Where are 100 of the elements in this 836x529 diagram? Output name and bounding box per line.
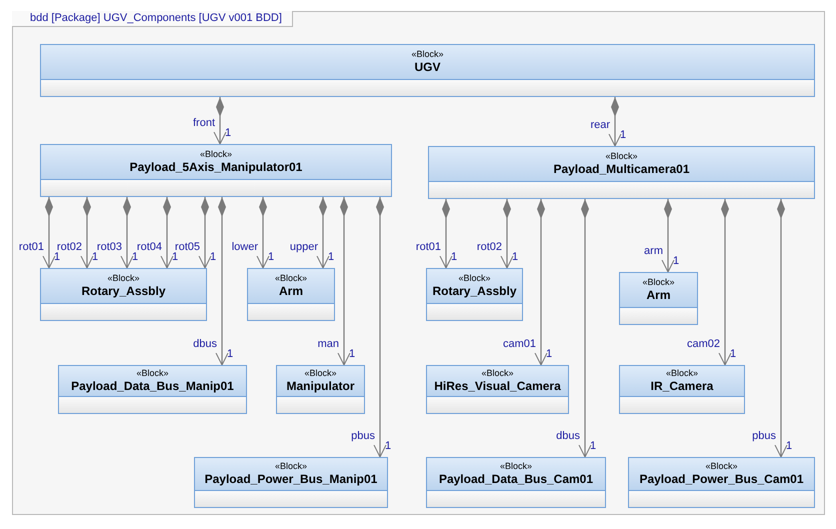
block-box [247, 268, 335, 321]
block-box [276, 365, 365, 414]
block-name: Payload_Power_Bus_Cam01 [639, 472, 804, 487]
multiplicity-label: 1 [54, 251, 60, 264]
block-box [40, 144, 392, 197]
block-name: Rotary_Assbly [432, 284, 517, 299]
block-box [628, 457, 815, 508]
block-name: Rotary_Assbly [81, 284, 166, 299]
composition-connector [440, 199, 452, 268]
multiplicity-label: 1 [210, 251, 216, 264]
block-name: UGV [414, 60, 440, 75]
block-box [58, 365, 247, 414]
multiplicity-label: 1 [451, 251, 458, 264]
composition-connector [534, 199, 548, 366]
block-name: HiRes_Visual_Camera [434, 379, 561, 394]
block-box [426, 268, 523, 321]
composition-connector [120, 197, 134, 268]
stereotype-label: «Block» [666, 368, 698, 379]
stereotype-label: «Block» [642, 277, 675, 288]
stereotype-label: «Block» [107, 273, 140, 284]
block-name: Arm [646, 288, 670, 303]
composition-connector [42, 197, 56, 268]
composition-connector [256, 197, 270, 268]
role-name-label: rot01 [18, 241, 44, 254]
stereotype-label: «Block» [411, 49, 444, 60]
multiplicity-label: 1 [673, 255, 680, 268]
multiplicity-label: 1 [620, 129, 626, 142]
multiplicity-label: 1 [385, 440, 392, 453]
role-name-label: man [318, 338, 339, 351]
block-box [619, 272, 698, 325]
stereotype-label: «Block» [705, 461, 738, 472]
composition-connector [374, 197, 386, 458]
block-name: Payload_Data_Bus_Manip01 [71, 379, 234, 394]
role-name-label: lower [232, 241, 258, 254]
block-box [426, 457, 606, 508]
multiplicity-label: 1 [227, 348, 234, 361]
multiplicity-label: 1 [546, 348, 552, 361]
multiplicity-label: 1 [172, 251, 178, 264]
role-name-label: rot01 [416, 241, 441, 254]
block-name: Payload_Data_Bus_Cam01 [438, 472, 594, 487]
stereotype-label: «Block» [458, 273, 491, 284]
multiplicity-label: 1 [512, 251, 518, 264]
block-name: Manipulator [286, 379, 354, 394]
block-name: IR_Camera [650, 379, 714, 394]
composition-connector [500, 199, 514, 268]
role-name-label: pbus [752, 430, 776, 443]
role-name-label: upper [290, 241, 318, 254]
block-box [619, 365, 745, 414]
block-name: Payload_Power_Bus_Manip01 [204, 472, 378, 487]
stereotype-label: «Block» [274, 273, 308, 284]
composition-connector [198, 197, 212, 268]
composition-connector [160, 197, 174, 268]
block-box [428, 146, 815, 199]
role-name-label: cam02 [686, 338, 720, 351]
block-box [40, 268, 207, 321]
composition-connector [578, 199, 592, 458]
block-name: Payload_Multicamera01 [553, 162, 690, 177]
block-box [426, 365, 569, 414]
composition-connector [216, 197, 228, 366]
role-name-label: front [192, 117, 215, 130]
role-name-label: rear [590, 119, 610, 132]
composition-connector [774, 199, 788, 458]
block-box [194, 457, 388, 508]
role-name-label: rot02 [476, 241, 502, 254]
role-name-label: pbus [351, 430, 375, 443]
role-name-label: rot03 [96, 241, 122, 253]
block-name: Arm [278, 284, 303, 299]
role-name-label: arm [644, 245, 663, 258]
composition-connector [338, 197, 350, 366]
role-name-label: dbus [193, 338, 217, 351]
stereotype-label: «Block» [304, 368, 337, 379]
composition-connector [214, 97, 226, 144]
multiplicity-label: 1 [92, 251, 98, 264]
role-name-label: rot04 [136, 241, 162, 253]
multiplicity-label: 1 [132, 251, 138, 264]
block-name: Payload_5Axis_Manipulator01 [130, 160, 302, 175]
composition-connector [608, 97, 622, 146]
multiplicity-label: 1 [268, 251, 274, 264]
composition-connector [80, 197, 94, 268]
multiplicity-label: 1 [225, 127, 232, 140]
block-box [40, 44, 815, 97]
role-name-label: rot02 [56, 241, 82, 253]
frame-title: bdd [Package] UGV_Components [UGV v001 BDD] [12, 11, 293, 27]
role-name-label: rot05 [174, 241, 200, 253]
multiplicity-label: 1 [349, 348, 356, 361]
multiplicity-label: 1 [328, 251, 334, 264]
multiplicity-label: 1 [786, 440, 792, 453]
stereotype-label: «Block» [605, 151, 638, 162]
multiplicity-label: 1 [590, 440, 596, 453]
stereotype-label: «Block» [200, 149, 232, 160]
role-name-label: dbus [556, 430, 580, 443]
composition-connector [662, 199, 674, 272]
stereotype-label: «Block» [481, 368, 514, 379]
stereotype-label: «Block» [500, 461, 532, 472]
stereotype-label: «Block» [274, 461, 308, 472]
stereotype-label: «Block» [136, 368, 169, 379]
composition-connector [316, 197, 330, 268]
role-name-label: cam01 [502, 338, 536, 351]
multiplicity-label: 1 [730, 348, 736, 361]
composition-connector [718, 199, 732, 366]
